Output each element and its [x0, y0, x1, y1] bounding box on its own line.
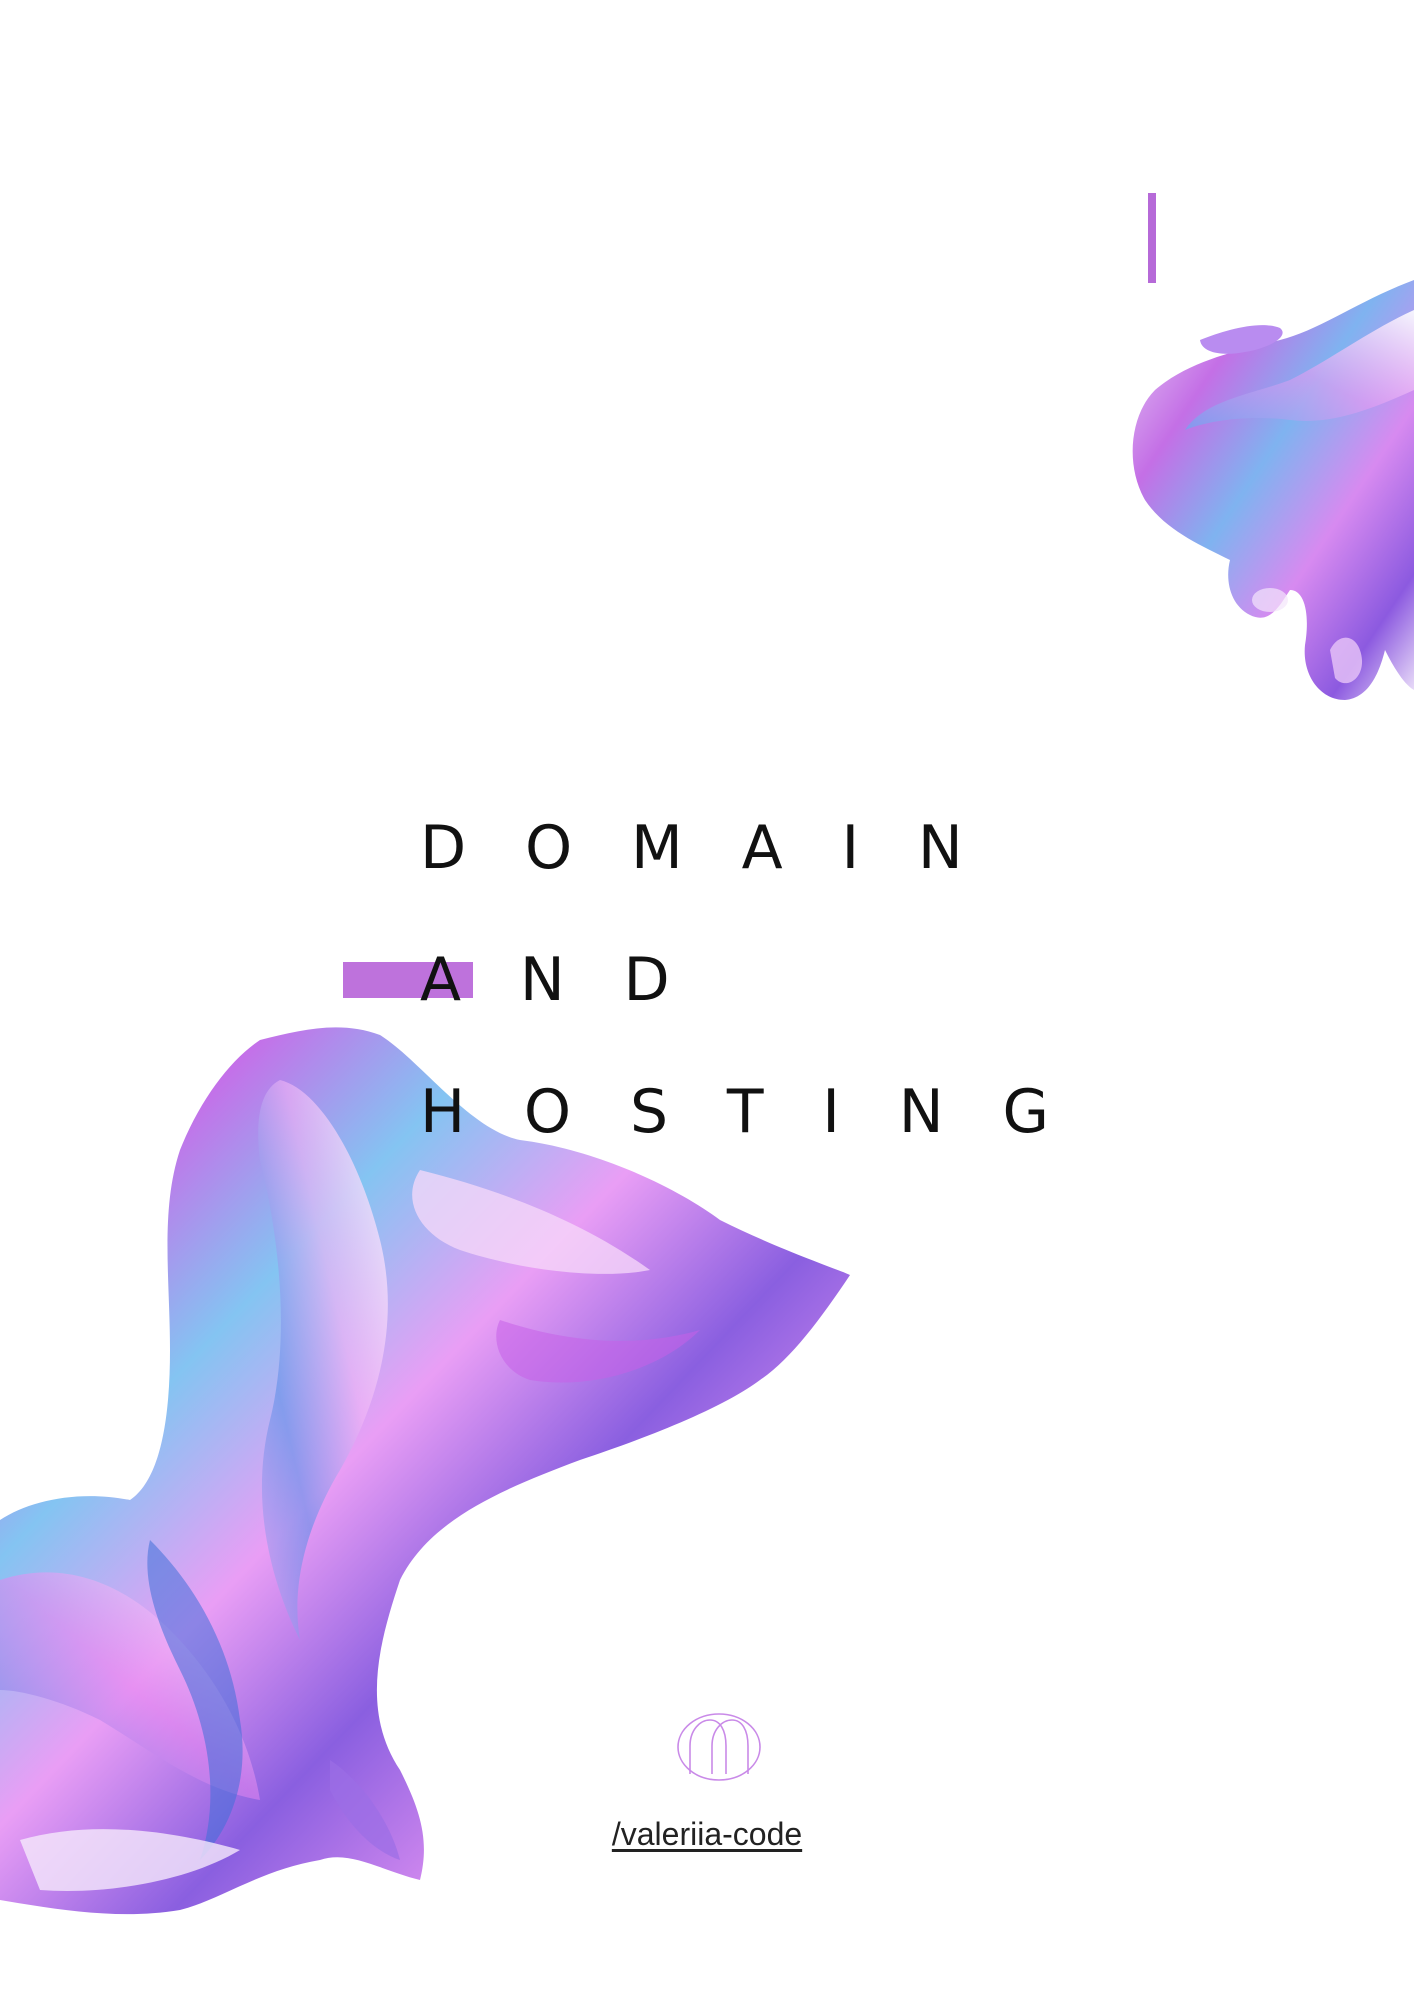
title-line-and: AND — [420, 945, 729, 1015]
accent-vertical-line — [1148, 193, 1156, 283]
title-line-hosting: HOSTING — [420, 1077, 1108, 1147]
iridescent-fabric-shape — [0, 1027, 850, 1915]
accent-bar — [343, 962, 473, 998]
title-line-domain: DOMAIN — [420, 813, 1022, 883]
monogram-arch-icon — [677, 1713, 761, 1781]
profile-handle-link[interactable]: /valeriia-code — [611, 1816, 803, 1852]
iridescent-shape-top-right — [1132, 280, 1414, 700]
